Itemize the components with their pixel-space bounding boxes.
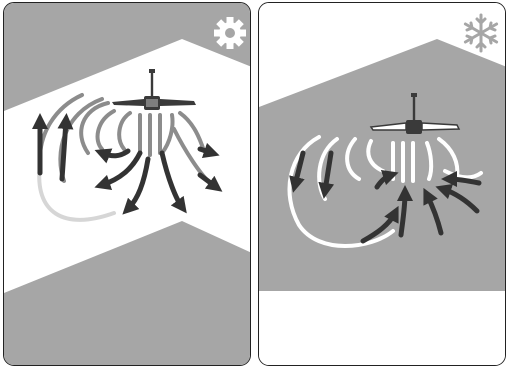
updraft-illustration [4, 3, 251, 366]
downdraft-illustration [259, 3, 506, 366]
panel-downdraft-mode [258, 2, 506, 366]
panel-updraft-mode [3, 2, 251, 366]
gear-icon [214, 17, 246, 49]
